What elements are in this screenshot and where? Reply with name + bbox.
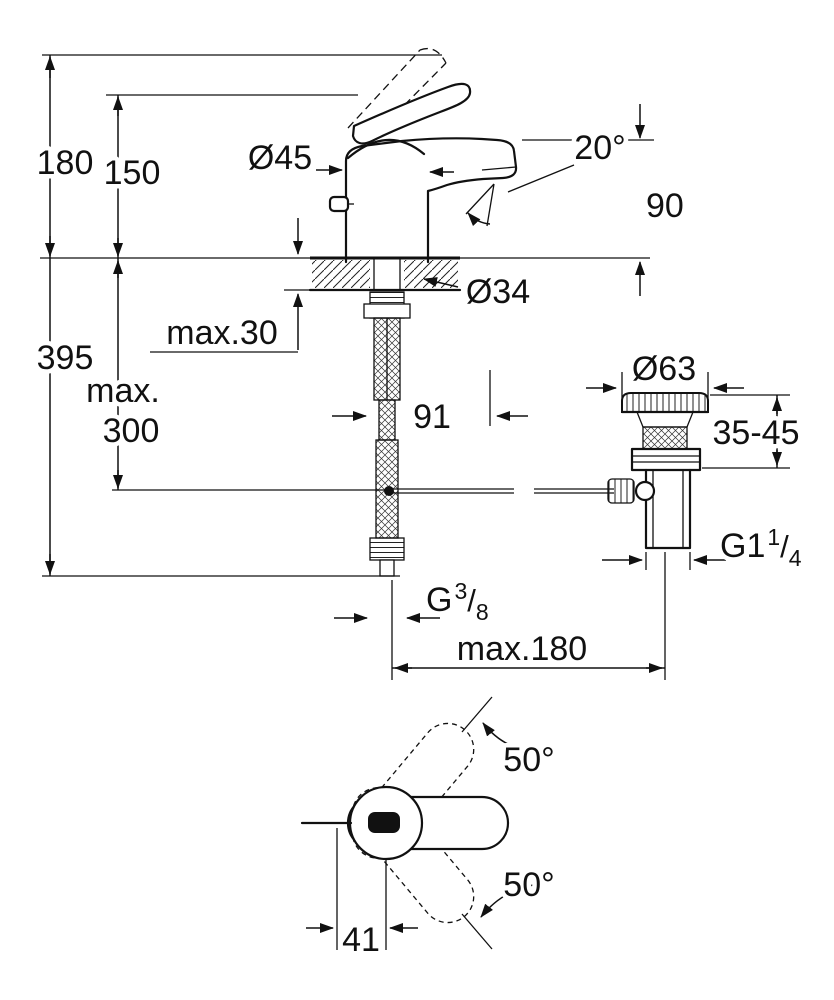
aerator-line — [481, 166, 517, 171]
g114-base: G1 — [720, 527, 765, 565]
label-395: 395 — [37, 339, 94, 377]
extension-lines — [40, 54, 654, 577]
dim-angle20 — [467, 164, 575, 227]
handle-dome — [346, 138, 426, 160]
arc-20deg — [467, 212, 491, 227]
dim-max30 — [150, 218, 303, 353]
under-deck-parts — [363, 258, 411, 577]
dim-dia34 — [423, 277, 459, 288]
faucet-body — [328, 47, 518, 264]
g114-sub: 4 — [789, 545, 802, 571]
water-angle-lines — [465, 183, 495, 227]
waste-flange-cap — [621, 392, 709, 413]
label-41: 41 — [342, 921, 380, 959]
deck-hatch-right — [404, 260, 458, 288]
plan-view: 50° 50° 41 — [300, 696, 560, 964]
label-angle20: 20° — [574, 129, 625, 167]
g38-base: G — [426, 581, 452, 619]
label-50-top: 50° — [503, 741, 554, 779]
label-g1-1-4: G11/4 — [720, 524, 802, 571]
dim-41 — [306, 828, 418, 950]
label-50-bottom: 50° — [503, 866, 554, 904]
label-35-45: 35-45 — [713, 414, 800, 452]
tailpipe-inner-lines — [652, 470, 684, 548]
label-90: 90 — [646, 187, 684, 225]
ticks-g114 — [645, 552, 691, 570]
ext-max180 — [391, 552, 666, 680]
label-g3-8: G3/8 — [426, 578, 489, 625]
handle-lever — [351, 82, 472, 145]
waste-seal-block — [642, 426, 688, 450]
label-max-word: max. — [86, 372, 160, 410]
g114-sup: 1 — [767, 524, 780, 550]
label-max180: max.180 — [457, 630, 587, 668]
side-view: 180 150 Ø45 20° 90 395 max. 300 max.30 Ø… — [32, 47, 806, 680]
plan-view-labels: 50° 50° 41 — [338, 737, 560, 964]
body-spout-outline — [344, 137, 518, 264]
collar-nut-lines — [632, 455, 700, 463]
ext-50-bottom — [461, 913, 493, 950]
g38-sub: 8 — [476, 599, 489, 625]
dim-35-45 — [702, 394, 790, 469]
label-91: 91 — [413, 398, 451, 436]
popup-rod-knob — [328, 195, 350, 213]
waste-collar-nut — [630, 447, 702, 472]
label-180: 180 — [37, 144, 94, 182]
dim-g114 — [602, 552, 726, 570]
leader-20deg — [507, 164, 575, 193]
leader-dia34 — [423, 277, 459, 288]
pivot-ball — [634, 480, 656, 502]
handle-plan-pill — [368, 812, 400, 833]
label-max30: max.30 — [166, 314, 278, 352]
dim-91 — [332, 370, 528, 426]
rod-clamp-knob — [607, 478, 635, 504]
label-150: 150 — [104, 154, 161, 192]
label-dia63: Ø63 — [632, 350, 696, 388]
arc-50-top — [482, 722, 541, 754]
countertop-section — [308, 256, 462, 292]
label-300: 300 — [103, 412, 160, 450]
pop-up-rod — [384, 486, 614, 496]
dim-max180 — [391, 552, 666, 680]
drain-assembly — [607, 392, 710, 550]
supply-hose-middle — [378, 399, 396, 441]
ext-41 — [336, 828, 387, 950]
rod-ball-joint — [384, 486, 394, 496]
ext-50-top — [461, 696, 493, 733]
mounting-nut — [363, 303, 411, 319]
flange-neck — [636, 411, 694, 428]
deck-hatch-left — [312, 260, 370, 288]
side-view-labels: 180 150 Ø45 20° 90 395 max. 300 max.30 Ø… — [32, 125, 806, 673]
hose-connector-nut — [369, 537, 405, 561]
g38-sup: 3 — [454, 578, 467, 604]
dim-dia45 — [316, 165, 454, 177]
dim-angle50 — [461, 696, 541, 950]
arc-50-bottom — [480, 883, 541, 918]
label-dia34: Ø34 — [466, 273, 530, 311]
rod-lines — [392, 488, 614, 494]
connector-pipe — [379, 559, 395, 577]
dim-dia63 — [586, 372, 744, 398]
label-dia45: Ø45 — [248, 139, 312, 177]
